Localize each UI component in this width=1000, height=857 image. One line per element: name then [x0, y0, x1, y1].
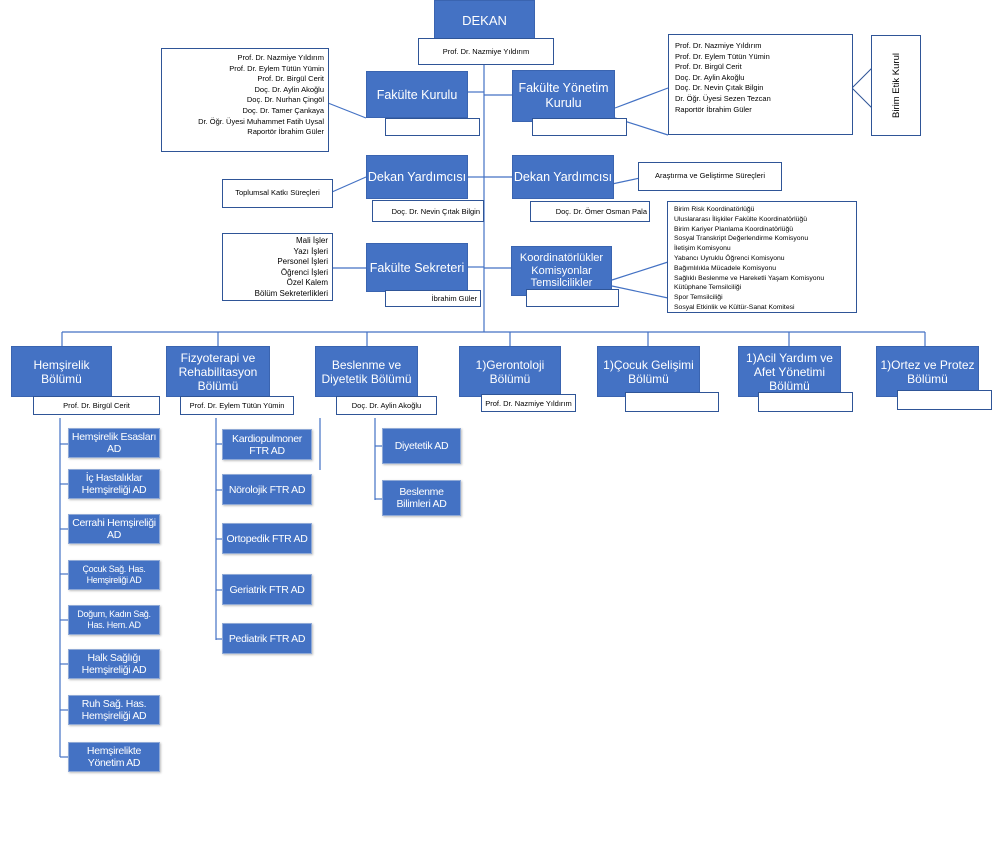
nursing-unit: Hemşirelikte Yönetim AD	[68, 742, 160, 772]
physiotherapy-unit: Nörolojik FTR AD	[222, 474, 312, 505]
member: Prof. Dr. Birgül Cerit	[257, 74, 324, 84]
dept-gerontology-head: Prof. Dr. Nazmiye Yıldırım	[481, 394, 576, 412]
vice-dean-left-box: Dekan Yardımcısı	[366, 155, 468, 199]
vice-dean-right-name: Doç. Dr. Ömer Osman Pala	[530, 201, 650, 222]
coordinator-item: Spor Temsilciliği	[674, 294, 723, 302]
coordinator-item: Yabancı Uyruklu Öğrenci Komisyonu	[674, 254, 785, 262]
physiotherapy-unit: Geriatrik FTR AD	[222, 574, 312, 605]
coordinator-item: Birim Kariyer Planlama Koordinatörlüğü	[674, 225, 793, 233]
coordinator-item: Sosyal Etkinlik ve Kültür-Sanat Komitesi	[674, 303, 795, 311]
member: Prof. Dr. Eylem Tütün Yümin	[229, 63, 324, 73]
member: Doç. Dr. Tamer Çankaya	[242, 105, 324, 115]
vice-dean-left-name: Doç. Dr. Nevin Çıtak Bilgin	[372, 200, 484, 222]
member: Prof. Dr. Nazmiye Yıldırım	[675, 41, 762, 50]
coordinator-item: Birim Risk Koordinatörlüğü	[674, 206, 755, 213]
coordinator-item: Bağımlılıkla Mücadele Komisyonu	[674, 264, 776, 272]
nursing-unit: Ruh Sağ. Has. Hemşireliği AD	[68, 695, 160, 725]
dept-nutrition: Beslenme ve Diyetetik Bölümü	[315, 346, 418, 397]
secretary-name: İbrahim Güler	[385, 290, 481, 307]
coordinators-box: Koordinatörlükler Komisyonlar Temsilcili…	[511, 246, 612, 296]
member: Doç. Dr. Nurhan Çingöl	[246, 95, 324, 105]
physiotherapy-unit: Pediatrik FTR AD	[222, 623, 312, 654]
dean-name: Prof. Dr. Nazmiye Yıldırım	[418, 38, 554, 65]
member: Dr. Öğr. Üyesi Sezen Tezcan	[675, 93, 771, 103]
nursing-unit: Cerrahi Hemşireliği AD	[68, 514, 160, 544]
unit: Yazı İşleri	[293, 246, 328, 256]
dept-nutrition-head: Doç. Dr. Aylin Akoğlu	[336, 396, 437, 415]
dept-orthotics-head	[897, 390, 992, 410]
faculty-management-members: Prof. Dr. Nazmiye Yıldırım Prof. Dr. Eyl…	[668, 34, 853, 135]
dept-emergency-head	[758, 392, 853, 412]
member: Raportör İbrahim Güler	[247, 127, 324, 137]
nutrition-unit: Diyetetik AD	[382, 428, 461, 464]
member: Doç. Dr. Aylin Akoğlu	[675, 72, 745, 82]
member: Raportör İbrahim Güler	[675, 104, 752, 114]
dept-orthotics: 1)Ortez ve Protez Bölümü	[876, 346, 979, 397]
member: Prof. Dr. Nazmiye Yıldırım	[237, 53, 324, 62]
coordinator-item: Sosyal Transkript Değerlendirme Komisyon…	[674, 235, 809, 243]
secretary-units: Mali İşler Yazı İşleri Personel İşleri Ö…	[222, 233, 333, 301]
unit: Öğrenci İşleri	[280, 267, 328, 277]
coordinator-item: Uluslararası İlişkiler Fakülte Koordinat…	[674, 215, 807, 223]
member: Doç. Dr. Aylin Akoğlu	[254, 84, 324, 94]
dept-nursing: Hemşirelik Bölümü	[11, 346, 112, 397]
secretary-box: Fakülte Sekreteri	[366, 243, 468, 292]
dept-physiotherapy-head: Prof. Dr. Eylem Tütün Yümin	[180, 396, 294, 415]
nursing-unit: İç Hastalıklar Hemşireliği AD	[68, 469, 160, 499]
physiotherapy-unit: Kardiopulmoner FTR AD	[222, 429, 312, 460]
nutrition-unit: Beslenme Bilimleri AD	[382, 480, 461, 516]
dept-child-development: 1)Çocuk Gelişimi Bölümü	[597, 346, 700, 397]
coordinator-item: İletişim Komisyonu	[674, 245, 731, 253]
unit: Özel Kalem	[286, 278, 328, 288]
nursing-unit: Halk Sağlığı Hemşireliği AD	[68, 649, 160, 679]
member: Prof. Dr. Birgül Cerit	[675, 62, 742, 72]
coordinators-list: Birim Risk Koordinatörlüğü Uluslararası …	[667, 201, 857, 313]
ethics-board-box: Birim Etik Kurul	[871, 35, 921, 136]
unit: Personel İşleri	[277, 257, 328, 267]
member: Doç. Dr. Nevin Çıtak Bilgin	[675, 83, 764, 93]
physiotherapy-unit: Ortopedik FTR AD	[222, 523, 312, 554]
nursing-unit: Doğum, Kadın Sağ. Has. Hem. AD	[68, 605, 160, 635]
unit: Mali İşler	[295, 236, 328, 245]
coordinators-name	[526, 289, 619, 307]
faculty-board-box: Fakülte Kurulu	[366, 71, 468, 118]
unit: Bölüm Sekreterlikleri	[254, 288, 328, 298]
dean-title: DEKAN	[462, 12, 507, 28]
vice-dean-right-box: Dekan Yardımcısı	[512, 155, 614, 199]
research-development-box: Araştırma ve Geliştirme Süreçleri	[638, 162, 782, 191]
faculty-board-name	[385, 118, 480, 136]
dept-emergency: 1)Acil Yardım ve Afet Yönetimi Bölümü	[738, 346, 841, 397]
ethics-board-title: Birim Etik Kurul	[890, 53, 902, 118]
member: Dr. Öğr. Üyesi Muhammet Fatih Uysal	[198, 116, 324, 126]
dept-nursing-head: Prof. Dr. Birgül Cerit	[33, 396, 160, 415]
dean-box: DEKAN	[434, 0, 535, 40]
coordinator-item: Kütüphane Temsilciliği	[674, 284, 742, 292]
faculty-management-name	[532, 118, 627, 136]
dept-child-development-head	[625, 392, 719, 412]
faculty-board-members: Prof. Dr. Nazmiye Yıldırım Prof. Dr. Eyl…	[161, 48, 329, 152]
nursing-unit: Çocuk Sağ. Has. Hemşireliği AD	[68, 560, 160, 590]
member: Prof. Dr. Eylem Tütün Yümin	[675, 51, 770, 61]
faculty-management-box: Fakülte Yönetim Kurulu	[512, 70, 615, 122]
dept-physiotherapy: Fizyoterapi ve Rehabilitasyon Bölümü	[166, 346, 270, 397]
community-contribution-box: Toplumsal Katkı Süreçleri	[222, 179, 333, 208]
nursing-unit: Hemşirelik Esasları AD	[68, 428, 160, 458]
dept-gerontology: 1)Gerontoloji Bölümü	[459, 346, 561, 397]
coordinator-item: Sağlıklı Beslenme ve Hareketli Yaşam Kom…	[674, 274, 825, 282]
